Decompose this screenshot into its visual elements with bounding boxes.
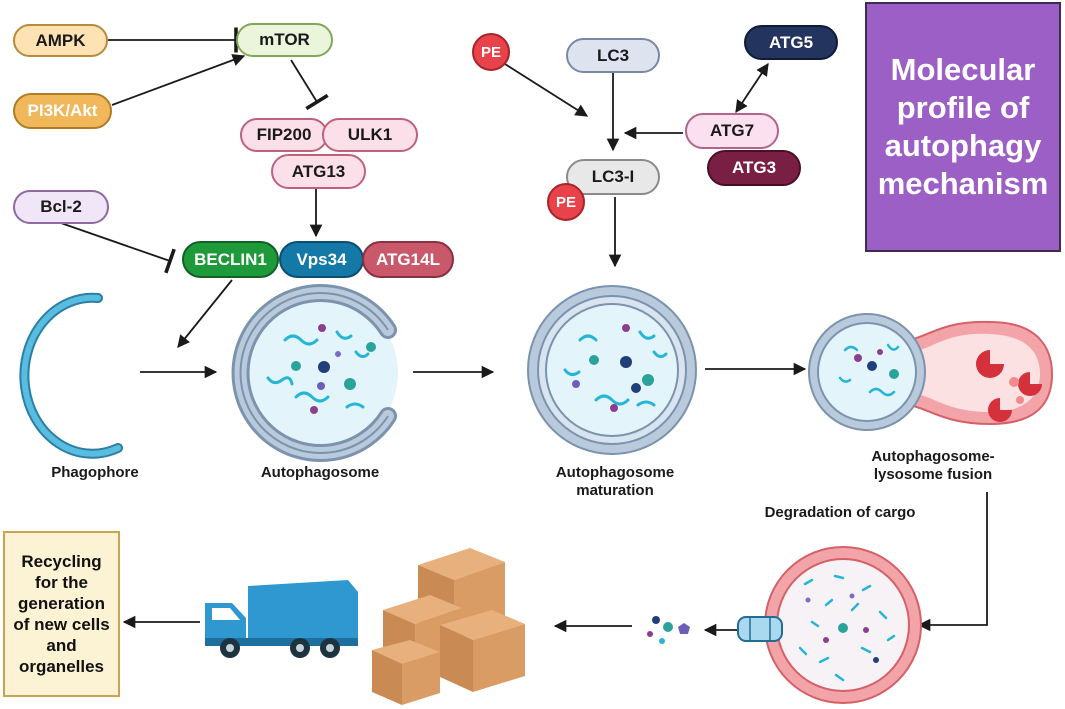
released-molecules (647, 616, 690, 644)
pe-to-lc3 (504, 63, 589, 117)
pi3k-akt-label: PI3K/Akt (13, 93, 112, 129)
autophagosome-cargo (266, 330, 370, 409)
degradation-fragments (798, 574, 896, 682)
maturation-shape (527, 285, 697, 455)
atg13-label: ATG13 (271, 154, 366, 189)
lc3-label: LC3 (566, 38, 660, 73)
membrane-transporter-icon (737, 616, 783, 642)
bcl2-inhibits-beclin (57, 221, 176, 274)
pi3k-activates-mtor (111, 54, 246, 106)
pe-conjugate-label: PE (547, 183, 585, 221)
fusion-to-degradation (917, 492, 988, 632)
atg3-label: ATG3 (707, 150, 801, 186)
beclin-to-phagophore (177, 279, 233, 348)
beclin1-label: BECLIN1 (182, 241, 279, 278)
lc3-i-label: LC3-I (566, 159, 660, 195)
degradation-caption: Degradation of cargo (764, 504, 916, 521)
ulk1-label: ULK1 (322, 118, 418, 152)
ampk-label: AMPK (13, 24, 108, 57)
signaling-arrows (57, 27, 988, 637)
mtor-inhibits-ulk (290, 59, 329, 111)
recycling-box: Recycling for the generation of new cell… (3, 531, 120, 697)
bcl2-label: Bcl-2 (13, 190, 109, 224)
phagophore-shape (19, 292, 123, 459)
autophagosome-caption: Autophagosome (260, 464, 380, 481)
phagophore-caption: Phagophore (51, 464, 139, 481)
autophagosome-shape (231, 284, 398, 462)
atg7-label: ATG7 (685, 113, 779, 149)
maturation-caption: Autophagosome maturation (555, 464, 675, 499)
atg5-label: ATG5 (744, 25, 838, 60)
fusion-shape (808, 313, 1054, 431)
fusion-caption: Autophagosome-lysosome fusion (871, 448, 995, 483)
atg5-atg7 (735, 62, 769, 114)
pe-label: PE (472, 33, 510, 71)
diagram-title: Molecular profile of autophagy mechanism (865, 2, 1061, 252)
garbage-truck-icon (205, 580, 358, 658)
lysosomal-enzymes (976, 350, 1042, 422)
atg14l-label: ATG14L (362, 241, 454, 278)
vps34-label: Vps34 (279, 241, 364, 278)
maturation-cargo (563, 330, 668, 407)
mtor-label: mTOR (236, 23, 333, 57)
fip200-label: FIP200 (240, 118, 328, 152)
cardboard-boxes-icon (372, 548, 525, 705)
